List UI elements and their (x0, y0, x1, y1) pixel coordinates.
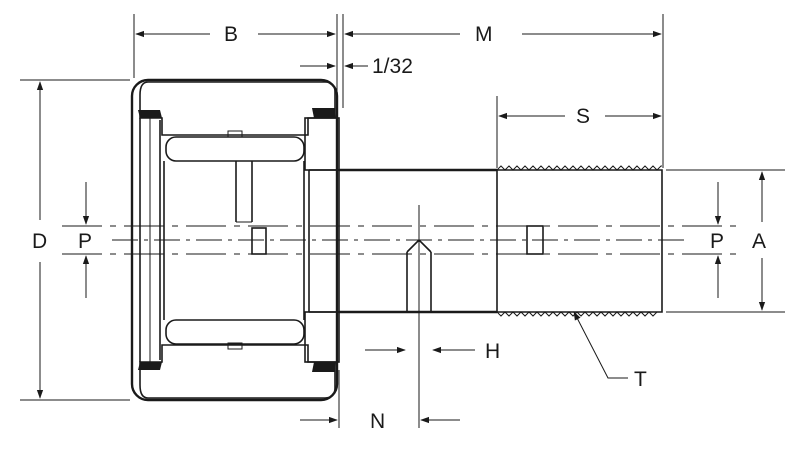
dimension-labels: B M 1/32 S D P P A H T N (32, 23, 766, 433)
label-n: N (370, 410, 385, 433)
label-t: T (634, 368, 647, 391)
threaded-section (496, 165, 663, 317)
label-m: M (475, 23, 493, 46)
extension-lines (20, 14, 785, 428)
label-b: B (224, 23, 238, 46)
label-h: H (485, 340, 500, 363)
dimension-lines (36, 30, 766, 424)
outer-ring (130, 78, 340, 402)
label-1-32: 1/32 (372, 55, 413, 78)
center-lines (62, 225, 740, 255)
label-s: S (576, 105, 590, 128)
label-p-left: P (78, 230, 92, 253)
label-d: D (32, 230, 47, 253)
needle-rollers (165, 130, 305, 350)
label-p-right: P (710, 230, 724, 253)
stud-shank (308, 168, 497, 326)
label-a: A (752, 230, 766, 253)
